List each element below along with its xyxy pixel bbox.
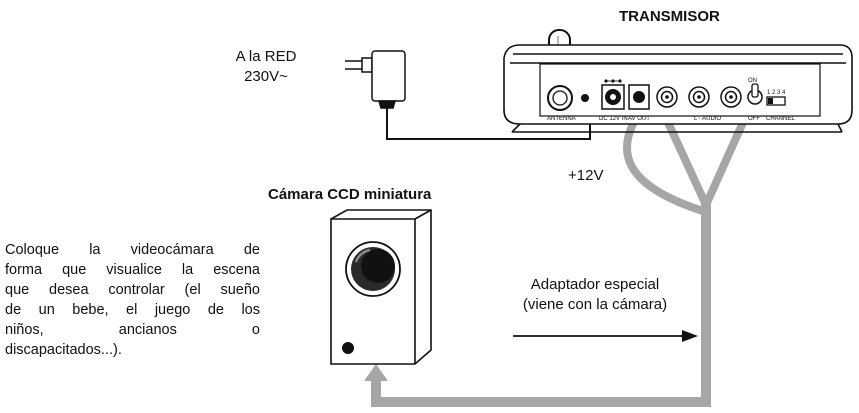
indicator-led — [581, 94, 589, 102]
camera-input-arrowhead — [364, 364, 388, 381]
rca-jack-video — [656, 86, 678, 108]
power-switch — [747, 83, 763, 105]
power-adapter — [345, 50, 406, 109]
panel-label-off: OFF — [748, 116, 760, 122]
instruction-line: de un bebe, el juego de los — [5, 302, 260, 318]
dc-tap-cable — [622, 116, 708, 216]
rca-jack-audio-left — [688, 86, 710, 108]
panel-label-channel-numbers: 1 2 3 4 — [767, 90, 786, 96]
transmitter-body — [503, 44, 853, 133]
transmitter-title: TRANSMISOR — [619, 8, 720, 25]
channel-selector — [766, 96, 786, 106]
instruction-line: forma que visualice la escena — [5, 262, 260, 278]
camera-title: Cámara CCD miniatura — [268, 186, 432, 203]
instruction-line: niños, ancianos o — [5, 322, 260, 338]
mains-voltage-label: 230V~ — [244, 68, 288, 85]
panel-label-channel: CHANNEL — [766, 116, 795, 122]
adapter-arrowhead — [682, 330, 698, 342]
instruction-line: discapacitados...). — [5, 342, 122, 358]
panel-label-dc-in: DC 12V IN — [599, 116, 628, 122]
placement-instructions: Coloque la videocámara de forma que visu… — [5, 240, 260, 360]
camera-lens — [345, 241, 401, 297]
panel-label-av-out: AV OUT — [628, 116, 650, 122]
rca-jack-audio-right — [720, 86, 742, 108]
mains-label: A la RED — [235, 48, 297, 65]
av-cable-right-branch — [702, 116, 749, 207]
panel-label-on: ON — [748, 78, 757, 84]
instruction-line: que desea controlar (el sueño — [5, 282, 260, 298]
av-cable-left-branch — [662, 116, 710, 207]
panel-label-antenna: ANTENNA — [547, 116, 576, 122]
av-cable-main — [371, 200, 711, 407]
camera-led — [342, 342, 354, 354]
adapter-label-line1: Adaptador especial — [530, 276, 660, 293]
adapter-label-line2: (viene con la cámara) — [522, 296, 668, 313]
panel-label-audio: L - AUDIO — [694, 116, 721, 122]
instruction-line: Coloque la videocámara de — [5, 242, 260, 258]
dc-voltage-label: +12V — [568, 167, 604, 184]
